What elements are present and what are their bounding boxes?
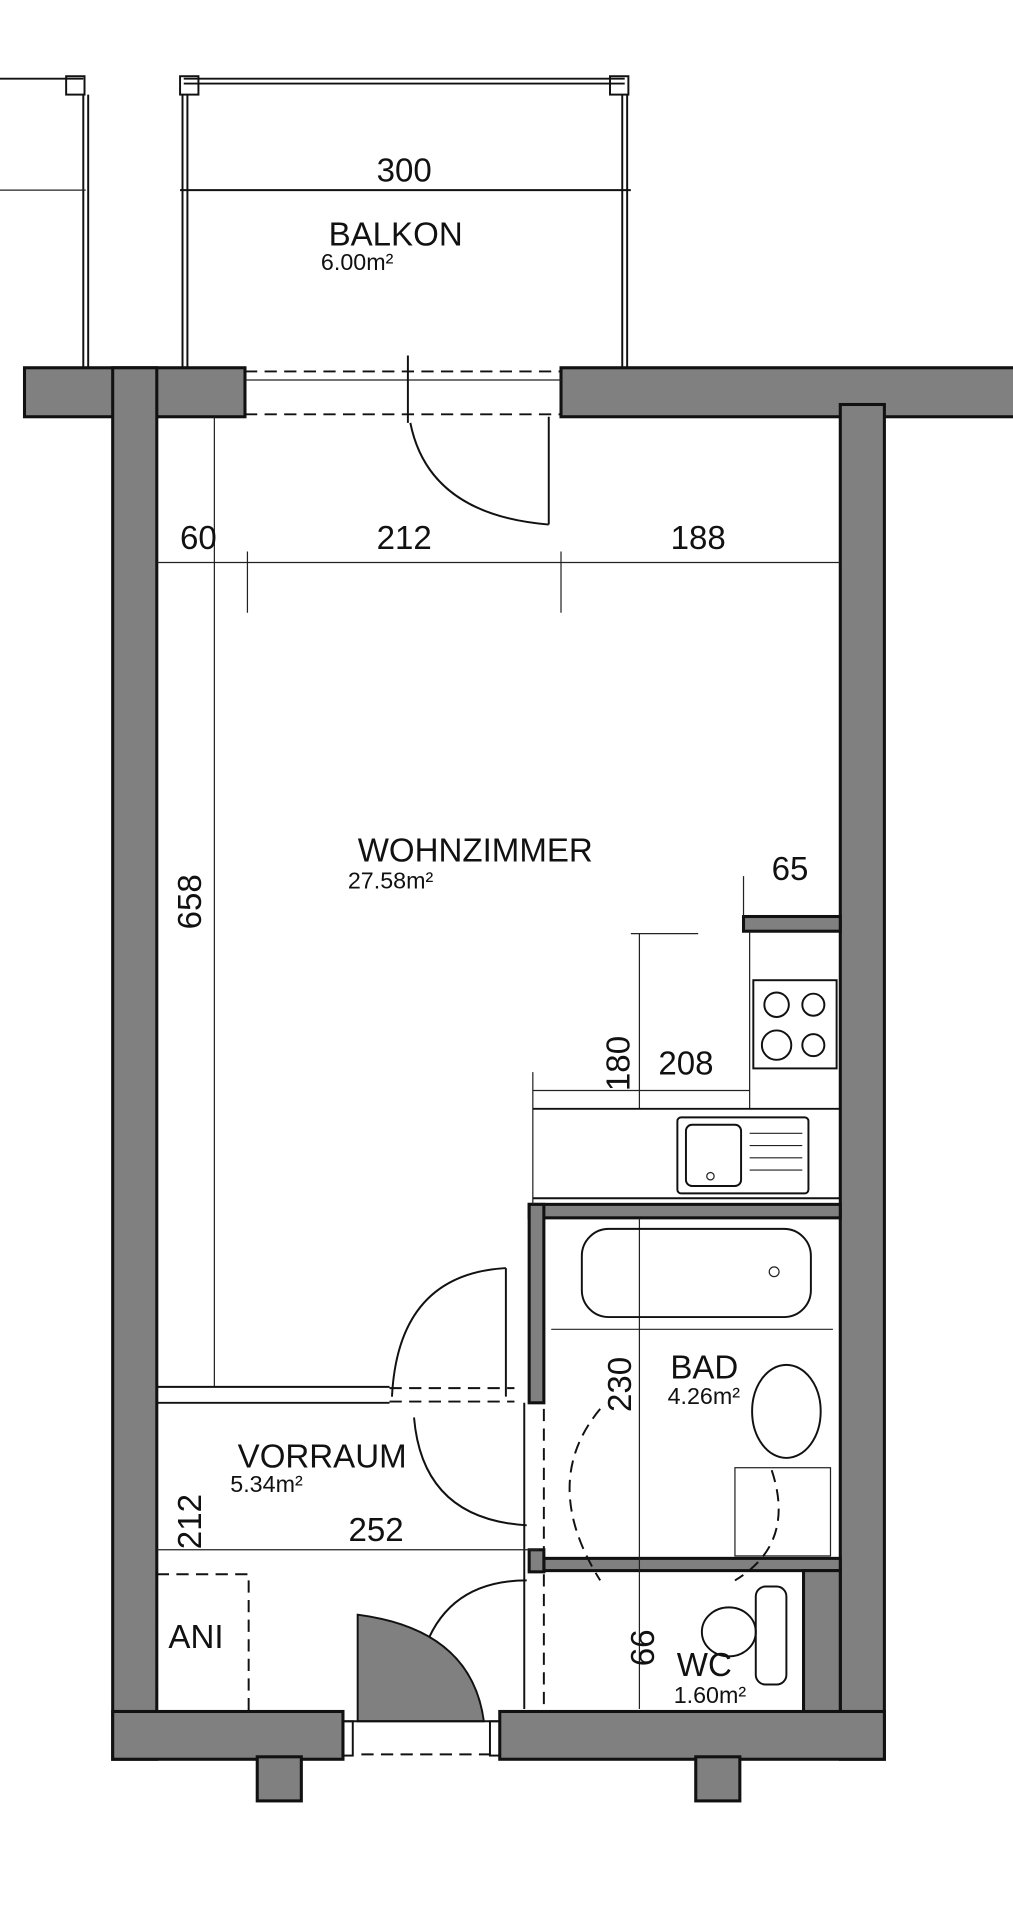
dimension-lines	[156, 416, 841, 1387]
dim-kitchen-h: 180	[601, 1036, 638, 1091]
dim-vorraum-width: 252	[348, 1512, 403, 1549]
dim-wz-left: 60	[180, 520, 217, 557]
neighbor-balcony	[0, 75, 90, 368]
room-label-wc: WC	[677, 1647, 732, 1684]
bathroom-fixtures	[551, 1217, 833, 1710]
room-area-bad: 4.26m²	[668, 1383, 741, 1409]
room-area-wohnzimmer: 27.58m²	[348, 867, 434, 893]
washbasin-icon	[751, 1363, 822, 1459]
room-label-balkon: BALKON	[329, 216, 463, 253]
balcony-door[interactable]	[244, 355, 562, 526]
room-area-vorraum: 5.34m²	[230, 1471, 303, 1497]
dim-wz-mid: 212	[377, 520, 432, 557]
room-label-vorraum: VORRAUM	[238, 1439, 407, 1476]
dim-wc-width: 99	[623, 1629, 660, 1666]
room-label-ani: ANI	[168, 1619, 223, 1656]
dim-wz-right: 188	[671, 520, 726, 557]
vorraum-partition	[156, 1385, 545, 1710]
dim-kitchen-depth: 65	[772, 851, 809, 888]
ani-box	[155, 1573, 250, 1713]
bathtub-icon	[580, 1227, 812, 1319]
dim-bad-length: 230	[602, 1357, 639, 1412]
sink-icon	[676, 1116, 810, 1195]
room-area-wc: 1.60m²	[674, 1682, 747, 1708]
dim-balkon-width: 300	[377, 153, 432, 190]
bathroom-door[interactable]	[413, 1417, 527, 1527]
room-area-balkon: 6.00m²	[321, 249, 394, 275]
living-room-door[interactable]	[390, 1267, 507, 1397]
dim-kitchen-w: 208	[658, 1046, 713, 1083]
room-label-wohnzimmer: WOHNZIMMER	[358, 832, 593, 869]
stove-icon	[752, 979, 838, 1070]
kitchen	[532, 876, 841, 1205]
entrance-door[interactable]	[341, 1613, 501, 1757]
room-label-bad: BAD	[670, 1349, 738, 1386]
balcony	[179, 75, 631, 368]
dim-wz-length: 658	[172, 874, 209, 929]
walls	[22, 366, 1013, 1803]
dim-vorraum-height: 212	[172, 1494, 209, 1549]
